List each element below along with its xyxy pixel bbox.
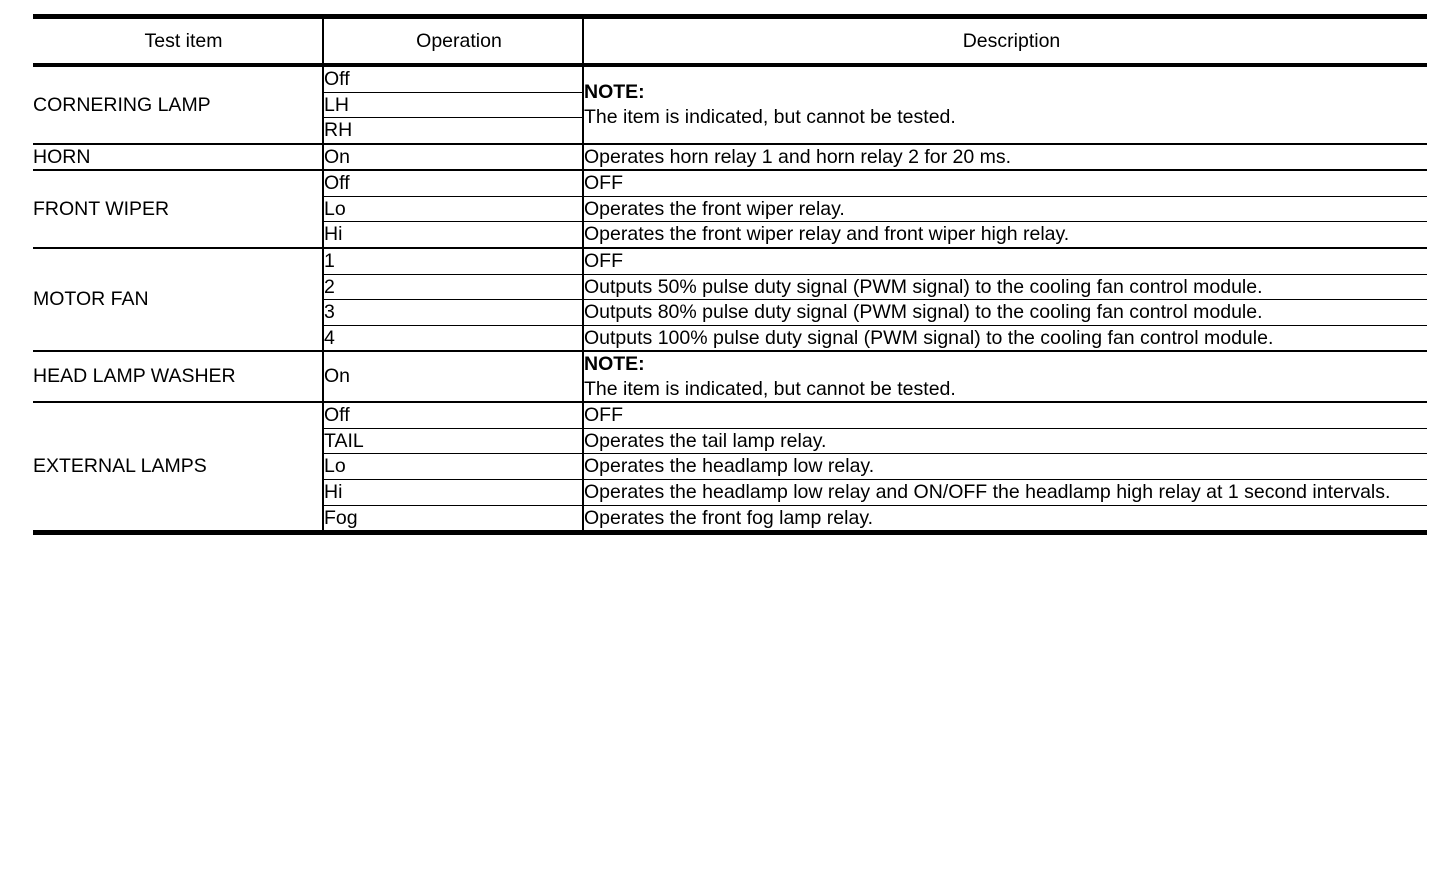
description-cell: Outputs 80% pulse duty signal (PWM signa… (582, 299, 1427, 326)
note-body: The item is indicated, but cannot be tes… (584, 105, 956, 128)
table-row: RH (33, 117, 1427, 144)
column-header-description: Description (582, 19, 1427, 65)
note-label: NOTE: (584, 353, 645, 376)
operation-cell: Lo (322, 195, 583, 222)
operation-cell: Off (322, 169, 583, 197)
operation-cell: Hi (322, 221, 583, 248)
description-cell: Operates the tail lamp relay. (582, 427, 1427, 454)
table-row: LH (33, 91, 1427, 118)
test-item-cell: MOTOR FAN (33, 246, 323, 352)
test-item-cell: EXTERNAL LAMPS (33, 401, 323, 531)
description-cell: OFF (582, 401, 1427, 429)
operation-cell: Hi (322, 479, 583, 506)
operation-cell: Lo (322, 453, 583, 480)
operation-cell: LH (322, 91, 583, 118)
table-bottom-border (33, 530, 1427, 536)
description-cell: OFF (582, 246, 1427, 274)
operation-cell: On (322, 142, 583, 171)
column-header-test-item: Test item (144, 29, 223, 52)
description-cell: NOTE: The item is indicated, but cannot … (582, 350, 1427, 403)
note-label: NOTE: (584, 81, 645, 104)
operation-cell: 3 (322, 299, 583, 326)
description-cell: OFF (582, 169, 1427, 197)
description-cell: Outputs 50% pulse duty signal (PWM signa… (582, 273, 1427, 300)
table-row: Lo Operates the front wiper relay. (33, 195, 1427, 222)
table-row: MOTOR FAN 1 OFF (33, 246, 1427, 352)
operation-cell: Fog (322, 504, 583, 531)
table-row: FRONT WIPER Off OFF (33, 169, 1427, 248)
operation-cell: 1 (322, 246, 583, 274)
spec-table-container: Test item Operation Description CORNERIN… (33, 14, 1427, 536)
table-row: 2 Outputs 50% pulse duty signal (PWM sig… (33, 273, 1427, 300)
operation-cell: 4 (322, 324, 583, 352)
table-row: TAIL Operates the tail lamp relay. (33, 427, 1427, 454)
table-row: EXTERNAL LAMPS Off OFF (33, 401, 1427, 531)
table-row: Hi Operates the front wiper relay and fr… (33, 221, 1427, 248)
description-cell: Operates the front wiper relay. (582, 195, 1427, 222)
table-row: 4 Outputs 100% pulse duty signal (PWM si… (33, 324, 1427, 352)
active-test-spec-table: Test item Operation Description CORNERIN… (33, 19, 1427, 531)
table-row: CORNERING LAMP Off NOTE: The item is ind… (33, 62, 1427, 144)
operation-cell: Off (322, 62, 583, 93)
description-cell: Outputs 100% pulse duty signal (PWM sign… (582, 324, 1427, 352)
operation-cell: 2 (322, 273, 583, 300)
description-cell: Operates horn relay 1 and horn relay 2 f… (582, 142, 1427, 171)
table-row: Fog Operates the front fog lamp relay. (33, 504, 1427, 531)
test-item-cell: FRONT WIPER (33, 169, 323, 248)
test-item-cell: CORNERING LAMP (33, 63, 323, 144)
test-item-cell: HEAD LAMP WASHER (33, 350, 323, 403)
description-cell: Operates the front wiper relay and front… (582, 221, 1427, 248)
description-cell: NOTE: The item is indicated, but cannot … (582, 63, 1427, 144)
test-item-cell: HORN (33, 142, 323, 171)
operation-cell: TAIL (322, 427, 583, 454)
table-row: Lo Operates the headlamp low relay. (33, 453, 1427, 480)
note-body: The item is indicated, but cannot be tes… (584, 377, 956, 400)
description-cell: Operates the headlamp low relay. (582, 453, 1427, 480)
table-row: 3 Outputs 80% pulse duty signal (PWM sig… (33, 299, 1427, 326)
operation-cell: On (322, 350, 583, 403)
table-row: HORN On Operates horn relay 1 and horn r… (33, 142, 1427, 171)
table-header-row: Test item Operation Description (33, 19, 1427, 65)
operation-cell: Off (322, 401, 583, 429)
description-cell: Operates the headlamp low relay and ON/O… (582, 479, 1427, 506)
table-row: Hi Operates the headlamp low relay and O… (33, 479, 1427, 506)
table-top-border (33, 14, 1427, 19)
column-header-operation: Operation (322, 19, 583, 65)
description-cell: Operates the front fog lamp relay. (582, 504, 1427, 531)
operation-cell: RH (322, 117, 583, 144)
table-row: HEAD LAMP WASHER On NOTE: The item is in… (33, 350, 1427, 403)
